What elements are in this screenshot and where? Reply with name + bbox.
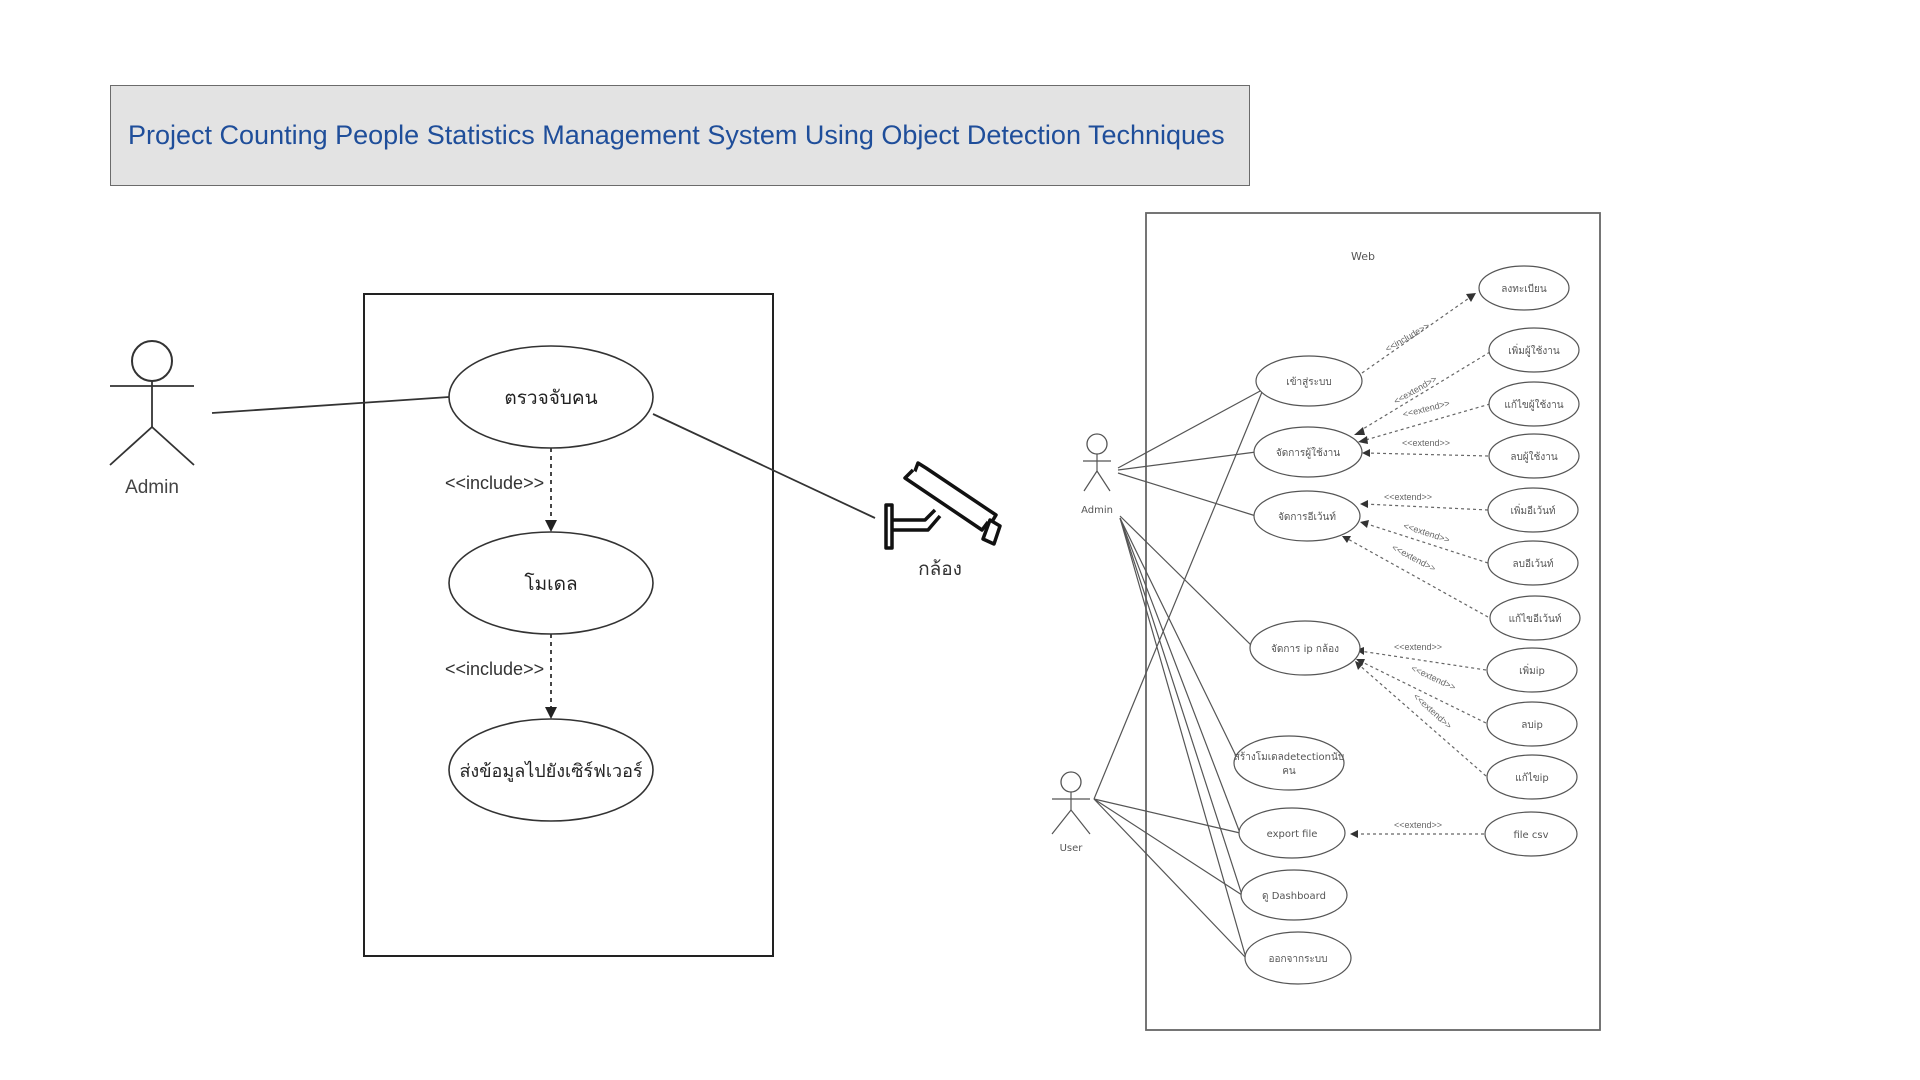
use-case-label: คน [1282, 766, 1296, 777]
admin-actor-icon [1083, 433, 1111, 492]
system-label: Web [1351, 250, 1375, 263]
use-case-label: ส่งข้อมูลไปยังเซิร์ฟเวอร์ [459, 760, 642, 782]
use-case-label: เพิ่มผู้ใช้งาน [1508, 343, 1560, 357]
include-label: <<include>> [445, 659, 544, 679]
use-case-export-file [1238, 807, 1346, 859]
include-label: <<include>> [445, 473, 544, 493]
admin-associations [1117, 389, 1263, 959]
left-system-boundary [363, 293, 774, 957]
camera-label: กล้อง [918, 558, 962, 580]
user-associations [1093, 391, 1263, 959]
use-case-label: ออกจากระบบ [1268, 954, 1327, 965]
svg-text:<<extend>>: <<extend>> [1394, 642, 1442, 652]
use-case-login [1255, 355, 1363, 407]
svg-text:<<extend>>: <<extend>> [1384, 492, 1432, 502]
admin-actor-label: Admin [1081, 505, 1113, 516]
use-case-edit-user [1488, 381, 1580, 427]
arrowhead-icon [545, 707, 557, 719]
use-case-detect-people [448, 345, 654, 449]
use-case-label: เข้าสู่ระบบ [1286, 376, 1331, 388]
right-diagram: Web Admin User [1051, 212, 1601, 1031]
use-case-file-csv [1484, 811, 1578, 857]
use-case-add-user [1488, 327, 1580, 373]
use-case-add-ip [1486, 647, 1578, 693]
use-case-label: export file [1267, 829, 1318, 840]
svg-text:<<extend>>: <<extend>> [1402, 438, 1450, 448]
use-case-register [1478, 265, 1570, 311]
use-case-label: ลบอีเว้นท์ [1513, 558, 1554, 570]
use-case-label: สร้างโมเดลdetectionนับ [1234, 750, 1344, 763]
title-box: Project Counting People Statistics Manag… [110, 85, 1250, 186]
use-case-edit-event [1489, 595, 1581, 641]
use-case-label: จัดการอีเว้นท์ [1278, 511, 1336, 523]
admin-actor-label: Admin [125, 477, 179, 498]
use-case-view-dashboard [1240, 869, 1348, 921]
use-case-label: โมเดล [524, 572, 577, 595]
use-case-delete-user [1488, 433, 1580, 479]
arrowhead-icon [545, 520, 557, 532]
relationship-arrows: <<include>> <<extend>> <<extend>> <<exte… [1342, 293, 1491, 838]
use-case-label: แก้ไขอีเว้นท์ [1509, 613, 1562, 625]
svg-text:<<extend>>: <<extend>> [1402, 521, 1451, 545]
use-case-manage-camera-ip [1249, 620, 1361, 676]
use-case-delete-event [1487, 540, 1579, 586]
use-case-label: แก้ไขผู้ใช้งาน [1504, 399, 1563, 411]
use-case-create-detection-model [1233, 735, 1345, 791]
use-case-label: จัดการ ip กล้อง [1271, 643, 1339, 655]
use-case-model [448, 531, 654, 635]
use-case-manage-events [1253, 490, 1361, 542]
svg-text:<<extend>>: <<extend>> [1411, 691, 1453, 731]
use-case-label: ลบผู้ใช้งาน [1510, 451, 1558, 463]
camera-icon [884, 461, 1002, 550]
use-case-label: จัดการผู้ใช้งาน [1276, 447, 1340, 459]
diagram-title: Project Counting People Statistics Manag… [128, 120, 1225, 150]
use-case-delete-ip [1486, 701, 1578, 747]
web-system-boundary [1145, 212, 1601, 1031]
svg-text:<<extend>>: <<extend>> [1402, 398, 1451, 419]
svg-text:<<extend>>: <<extend>> [1394, 820, 1442, 830]
association-line [211, 396, 450, 414]
admin-actor-icon [109, 340, 195, 466]
use-case-label: เพิ่มip [1519, 663, 1545, 677]
svg-text:<<include>>: <<include>> [1383, 321, 1431, 354]
svg-text:<<extend>>: <<extend>> [1410, 663, 1458, 692]
association-line [652, 413, 876, 519]
svg-text:<<extend>>: <<extend>> [1390, 542, 1437, 573]
left-diagram: Admin <<include>> <<include>> ตรวจจับคน … [109, 293, 1002, 957]
use-case-label: file csv [1513, 830, 1548, 841]
user-actor-label: User [1060, 843, 1084, 854]
use-case-label: ลบip [1521, 720, 1543, 731]
use-case-label: เพิ่มอีเว้นท์ [1510, 503, 1555, 517]
use-case-edit-ip [1486, 754, 1578, 800]
use-case-logout [1244, 931, 1352, 985]
user-actor-icon [1051, 771, 1091, 835]
use-case-manage-users [1253, 426, 1363, 478]
use-case-add-event [1487, 487, 1579, 533]
use-case-label: ดู Dashboard [1262, 891, 1326, 902]
use-case-send-data-server [448, 718, 654, 822]
use-case-label: ตรวจจับคน [504, 387, 597, 409]
use-case-label: ลงทะเบียน [1501, 283, 1547, 295]
use-case-label: แก้ไขip [1515, 772, 1549, 784]
